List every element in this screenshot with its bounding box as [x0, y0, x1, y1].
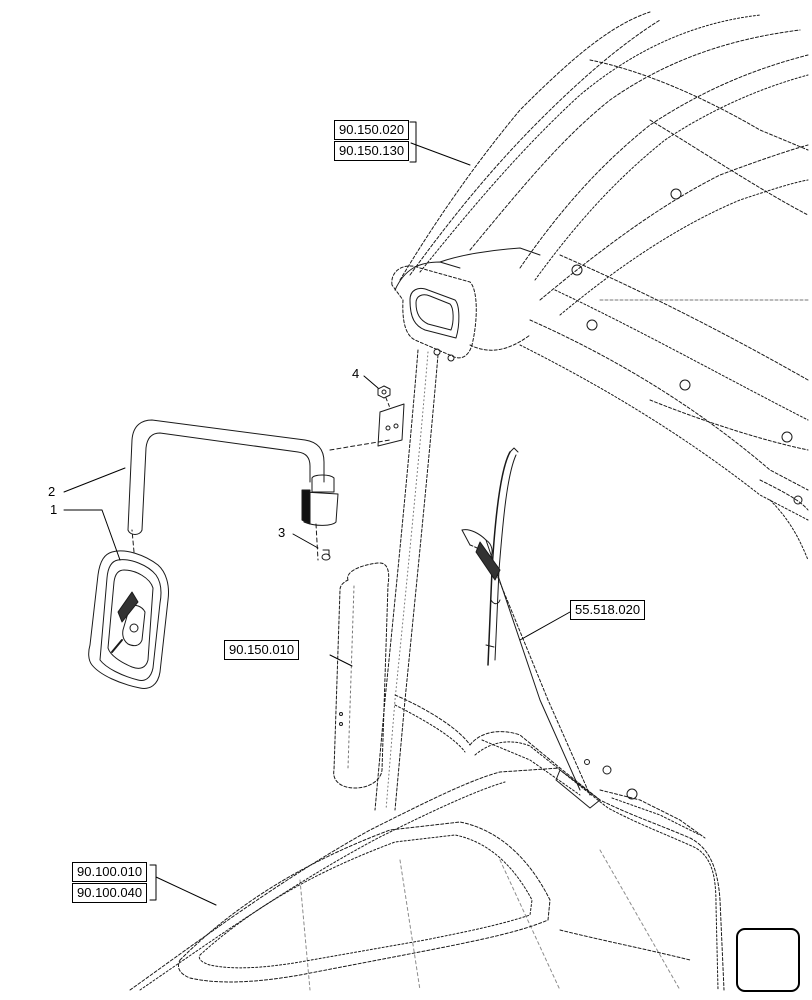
ref-90-100-010[interactable]: 90.100.010 — [72, 862, 148, 882]
hood — [129, 767, 691, 991]
grab-handle — [333, 562, 390, 789]
mirror-head — [88, 529, 169, 689]
cab-roof — [394, 11, 809, 561]
mirror-clamp — [301, 474, 339, 561]
ref-55-518-020[interactable]: 55.518.020 — [570, 600, 646, 620]
wiper-arm — [461, 529, 638, 809]
callout-item-3: 3 — [278, 525, 286, 540]
mirror-bracket — [377, 403, 405, 447]
next-page-button[interactable] — [736, 928, 800, 992]
nut — [377, 385, 391, 409]
callout-item-4: 4 — [352, 366, 360, 381]
callout-item-2: 2 — [48, 484, 56, 499]
work-light-housing — [391, 247, 541, 362]
a-pillar — [374, 349, 439, 811]
leader-lines — [63, 121, 571, 906]
cowl-panel — [394, 694, 725, 991]
mirror-arm — [127, 419, 391, 535]
ref-90-150-020[interactable]: 90.150.020 — [334, 120, 410, 140]
ref-90-150-130[interactable]: 90.150.130 — [334, 141, 410, 161]
ref-90-100-040[interactable]: 90.100.040 — [72, 883, 148, 903]
callout-item-1: 1 — [50, 502, 58, 517]
ref-90-150-010[interactable]: 90.150.010 — [224, 640, 300, 660]
